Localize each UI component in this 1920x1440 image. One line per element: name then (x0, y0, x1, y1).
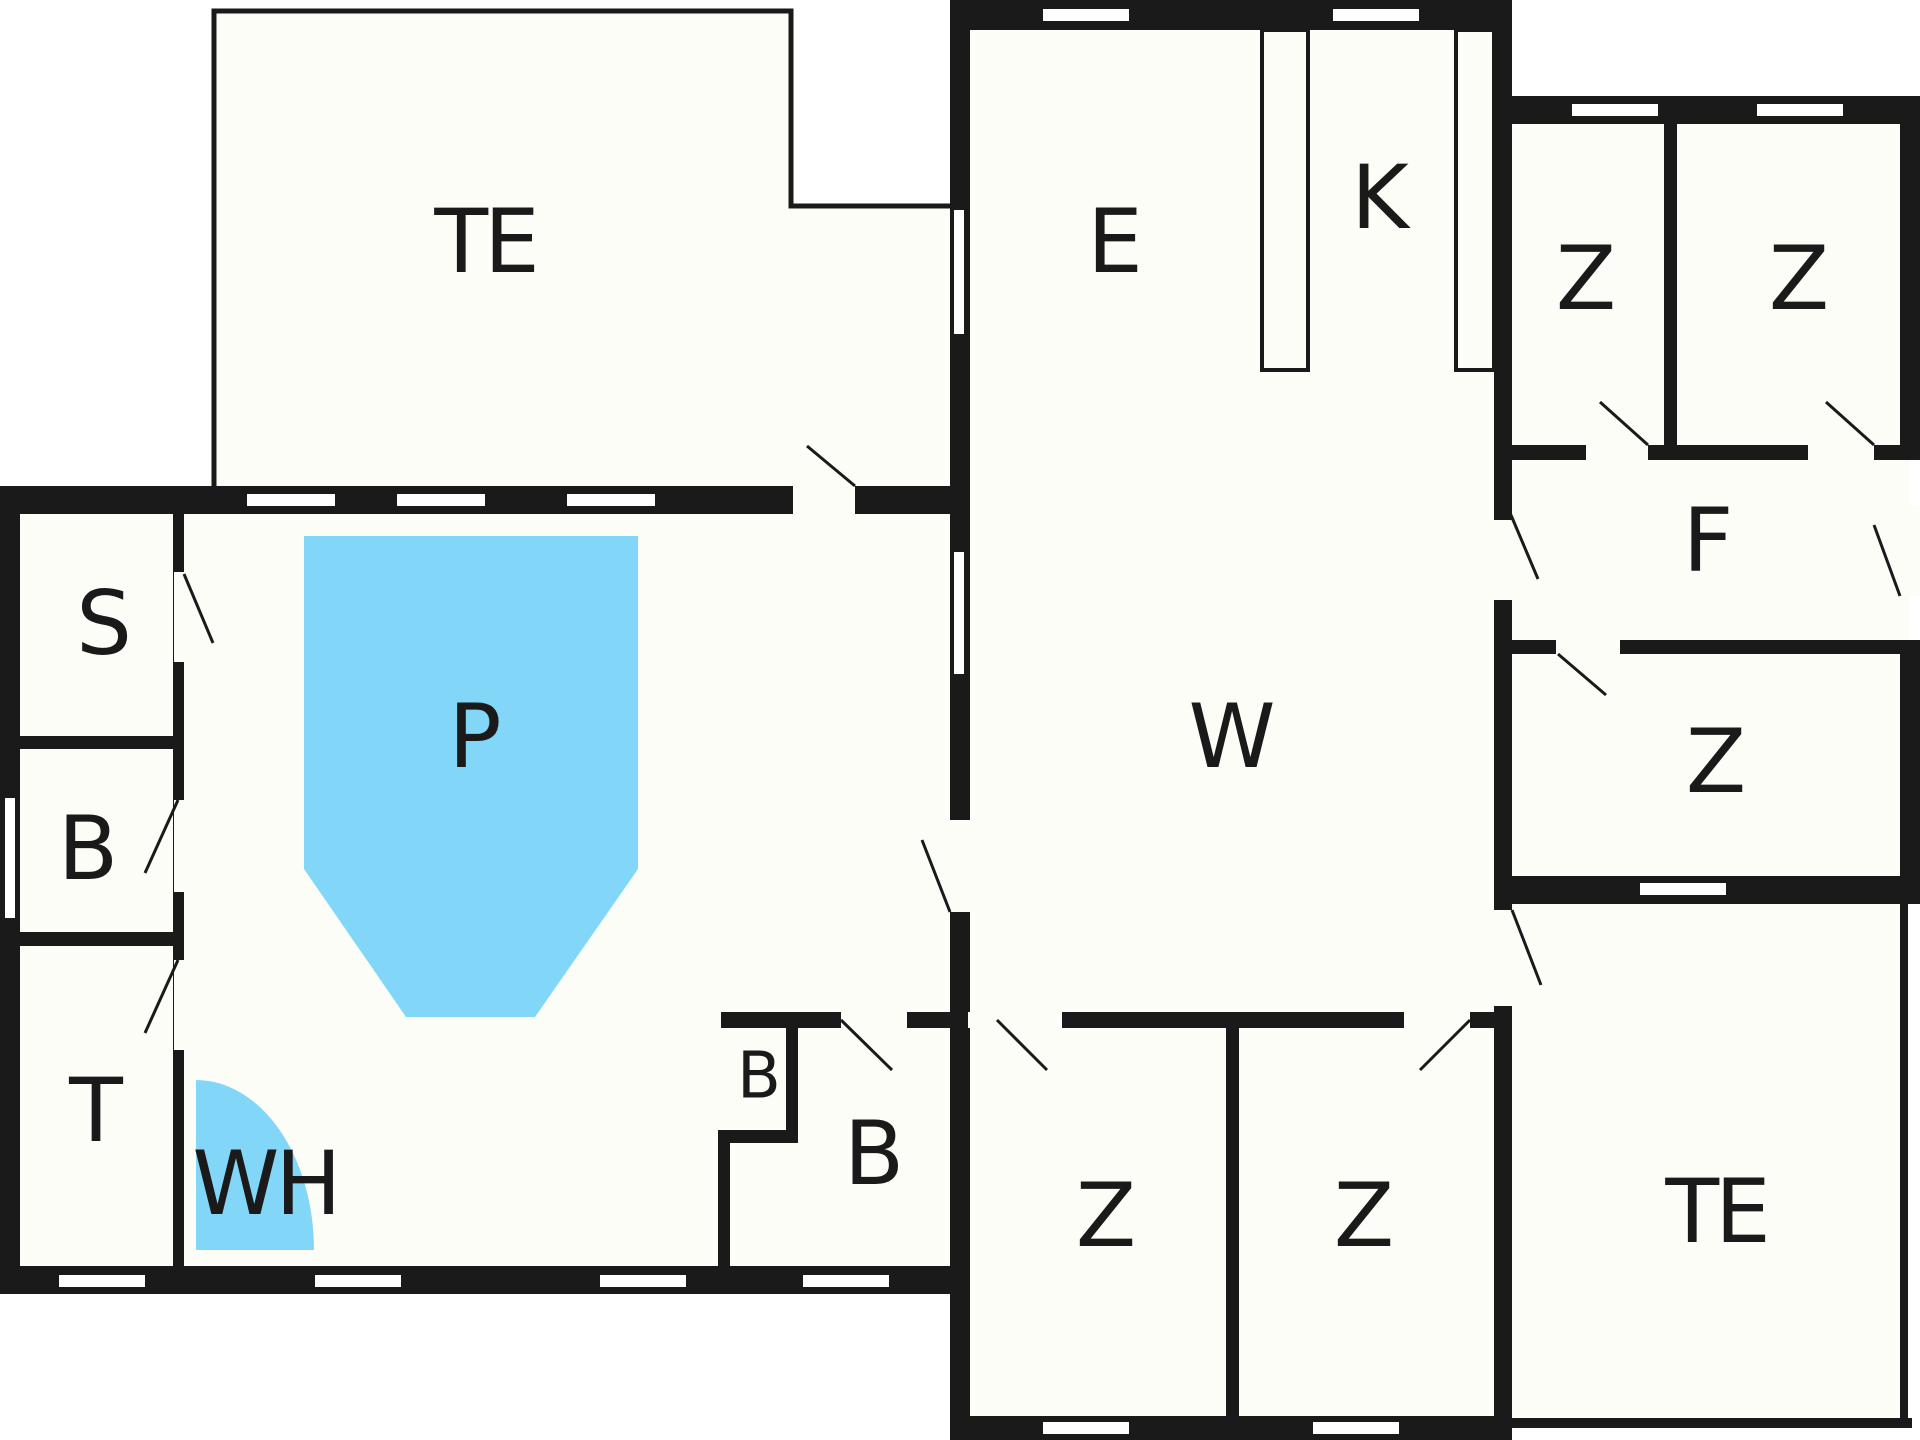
door-opening (1404, 1012, 1470, 1028)
window (247, 494, 335, 506)
room-label-sauna: S (76, 572, 128, 675)
wall (20, 736, 178, 749)
room-label-bath-small: B (737, 1040, 777, 1114)
window (5, 798, 15, 918)
door-opening (174, 572, 184, 662)
wall (786, 1020, 798, 1142)
wall (20, 932, 178, 946)
door-swing (1824, 400, 1876, 447)
wall (1226, 1028, 1239, 1418)
door-swing (995, 1018, 1049, 1072)
room-label-corridor: F (1683, 489, 1730, 592)
wall (950, 0, 970, 1440)
door-opening (1494, 910, 1512, 1006)
room-label-bath-south: B (844, 1102, 900, 1205)
door-swing (143, 799, 180, 874)
wall (1664, 124, 1677, 454)
door-opening (1556, 640, 1620, 654)
window (954, 210, 964, 334)
door-swings (143, 400, 1902, 1072)
door-swing (839, 1018, 894, 1072)
kitchen-counter (1260, 28, 1310, 372)
wall (1900, 904, 1908, 1424)
wall (1502, 1418, 1912, 1428)
door-opening (1900, 506, 1920, 596)
window (1043, 1422, 1129, 1434)
room-label-bath-west: B (58, 797, 114, 900)
door-opening (841, 1012, 907, 1028)
door-swing (1418, 1018, 1472, 1072)
door-opening (793, 486, 855, 514)
door-swing (806, 444, 856, 488)
window (954, 552, 964, 674)
door-openings (174, 445, 1920, 1050)
terrace-north-floor (214, 11, 958, 494)
door-swing (920, 839, 952, 913)
room-label-whirlpool: WH (192, 1132, 337, 1235)
door-swing (1510, 909, 1543, 986)
window (600, 1275, 686, 1287)
wall (1900, 96, 1920, 456)
window (397, 494, 485, 506)
door-opening (1494, 520, 1512, 600)
door-swing (182, 573, 215, 644)
room-label-entrance: E (1087, 190, 1139, 293)
east-wing-floor (1502, 106, 1910, 1428)
room-label-bedroom-ne-2: Z (1769, 227, 1826, 330)
window (1043, 9, 1129, 21)
door-opening (174, 800, 184, 892)
wall (718, 1130, 730, 1268)
room-label-living: W (1188, 685, 1273, 788)
room-label-terrace-north: TE (433, 190, 535, 293)
wall (718, 1130, 798, 1143)
door-opening (968, 1012, 1062, 1028)
window (1640, 883, 1726, 895)
door-swing (143, 959, 180, 1034)
wall (950, 0, 1512, 30)
room-label-toilet: T (68, 1059, 124, 1162)
kitchen-counter (1454, 28, 1496, 372)
wall (1494, 96, 1920, 124)
door-opening (1586, 445, 1648, 460)
room-label-pool: P (448, 685, 499, 788)
room-label-bedroom-south-1: Z (1076, 1164, 1133, 1267)
window (1757, 104, 1843, 116)
room-label-terrace-south: TE (1664, 1160, 1766, 1263)
window (1572, 104, 1658, 116)
door-swing (1506, 507, 1540, 580)
room-label-bedroom-ne-1: Z (1556, 227, 1613, 330)
door-opening (950, 820, 970, 912)
wall (950, 1416, 1512, 1440)
door-swing (1598, 400, 1650, 447)
room-label-kitchen: K (1351, 146, 1411, 249)
wall (1494, 0, 1512, 1440)
whirlpool-basin (196, 1080, 314, 1250)
window (803, 1275, 889, 1287)
windows (5, 9, 1843, 1434)
window (1313, 1422, 1399, 1434)
door-swing (1872, 524, 1902, 597)
room-label-bedroom-south-2: Z (1334, 1164, 1391, 1267)
wall (1900, 640, 1920, 900)
door-swing (1557, 652, 1607, 697)
wall (1062, 1012, 1404, 1028)
terrace-north-outline (211, 8, 958, 494)
window (315, 1275, 401, 1287)
wall (1470, 1012, 1500, 1028)
window (567, 494, 655, 506)
room-labels: TE E K Z Z S P F W B Z T WH B B Z Z TE (58, 146, 1830, 1267)
pool-basin (304, 536, 638, 1017)
kitchen-counters (1260, 28, 1496, 372)
window (59, 1275, 145, 1287)
window (1333, 9, 1419, 21)
water-features (196, 536, 638, 1250)
door-opening (1808, 445, 1874, 460)
room-label-bedroom-east: Z (1686, 710, 1743, 813)
door-opening (174, 960, 184, 1050)
